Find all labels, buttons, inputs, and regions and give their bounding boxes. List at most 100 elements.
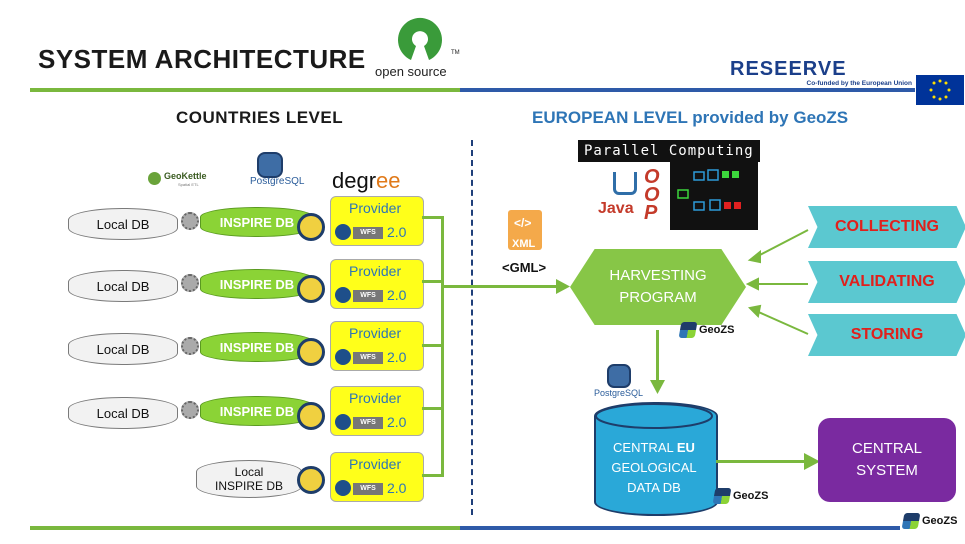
wfs-icon bbox=[335, 287, 351, 303]
connector-line bbox=[422, 474, 442, 477]
geozs-label: GeoZS bbox=[733, 490, 769, 502]
arrow-down-icon bbox=[650, 380, 665, 394]
header-divider-green bbox=[30, 88, 460, 92]
provider-label: Provider bbox=[349, 325, 402, 341]
footer-divider-green bbox=[30, 526, 460, 530]
harvesting-line1: HARVESTING bbox=[609, 267, 707, 284]
inspire-seal-icon bbox=[297, 275, 325, 303]
central-db-label: CENTRAL EU GEOLOGICAL DATA DB bbox=[594, 438, 714, 498]
geozs-label: GeoZS bbox=[699, 324, 735, 336]
wfs-icon bbox=[335, 480, 351, 496]
provider-label: Provider bbox=[349, 390, 402, 406]
deegree-prefix: degr bbox=[332, 168, 377, 193]
connector-line bbox=[422, 280, 442, 283]
etl-gear-icon bbox=[181, 274, 199, 292]
european-level-title: EUROPEAN LEVEL provided by GeoZS bbox=[532, 108, 849, 127]
local-db: Local DB bbox=[68, 270, 178, 302]
wfs-icon bbox=[335, 224, 351, 240]
wfs-version: 2.0 bbox=[387, 287, 407, 303]
geozs-label: GeoZS bbox=[922, 515, 958, 527]
harvest-to-db-line bbox=[656, 330, 659, 382]
storing-step: STORING bbox=[808, 314, 965, 356]
xml-code-symbol: </> bbox=[514, 216, 532, 230]
wfs-version: 2.0 bbox=[387, 480, 407, 496]
central-db-eu: EU bbox=[676, 440, 695, 455]
provider-label: Provider bbox=[349, 263, 402, 279]
inspire-db: INSPIRE DB bbox=[200, 269, 314, 299]
db-to-system-line bbox=[716, 460, 808, 463]
java-cup-icon bbox=[613, 172, 637, 195]
open-source-logo bbox=[398, 17, 442, 60]
local-db: Local DB bbox=[68, 333, 178, 365]
reseerve-logo: RESEERVE bbox=[730, 58, 847, 80]
geokettle-sub: Spatial ETL bbox=[178, 182, 199, 187]
connector-trunk bbox=[441, 216, 444, 477]
local-inspire-db-line1: Local bbox=[234, 465, 264, 479]
deegree-suffix: ee bbox=[376, 168, 401, 193]
wfs-icon bbox=[335, 414, 351, 430]
local-inspire-db-line2: INSPIRE DB bbox=[214, 479, 283, 493]
collecting-step: COLLECTING bbox=[808, 206, 965, 248]
validating-step: VALIDATING bbox=[808, 261, 965, 303]
parallel-diagram-icon bbox=[670, 158, 758, 230]
geozs-icon bbox=[712, 488, 732, 504]
header-divider-blue bbox=[460, 88, 915, 92]
provider-label: Provider bbox=[349, 456, 402, 472]
provider-label: Provider bbox=[349, 200, 402, 216]
geozs-logo: GeoZS bbox=[901, 513, 958, 529]
geozs-icon bbox=[678, 322, 698, 338]
wfs-version: 2.0 bbox=[387, 414, 407, 430]
wfs-icon bbox=[335, 349, 351, 365]
trademark: TM bbox=[451, 50, 460, 56]
connector-line bbox=[422, 216, 442, 219]
local-db: Local DB bbox=[68, 208, 178, 240]
harvesting-program: HARVESTING PROGRAM bbox=[570, 249, 746, 325]
xml-label: XML bbox=[512, 238, 536, 250]
provider-box: Provider WFS 2.0 bbox=[330, 259, 424, 309]
connector-line bbox=[422, 344, 442, 347]
etl-gear-icon bbox=[181, 401, 199, 419]
wfs-version: 2.0 bbox=[387, 349, 407, 365]
etl-gear-icon bbox=[181, 337, 199, 355]
geokettle-label: GeoKettle bbox=[164, 171, 207, 181]
page-title: SYSTEM ARCHITECTURE bbox=[38, 44, 366, 74]
geokettle-icon bbox=[148, 172, 161, 185]
level-separator bbox=[471, 140, 473, 515]
central-system-line2: SYSTEM bbox=[856, 462, 918, 479]
parallel-computing-label: Parallel Computing bbox=[578, 140, 760, 162]
wfs-version: 2.0 bbox=[387, 224, 407, 240]
inspire-db: INSPIRE DB bbox=[200, 396, 314, 426]
wfs-badge: WFS bbox=[353, 290, 383, 302]
xml-file-icon bbox=[508, 210, 542, 250]
postgresql-icon bbox=[607, 364, 631, 388]
wfs-badge: WFS bbox=[353, 417, 383, 429]
postgresql-label: PostgreSQL bbox=[250, 176, 305, 187]
footer-divider-blue bbox=[460, 526, 900, 530]
inspire-seal-icon bbox=[297, 338, 325, 366]
provider-box: Provider WFS 2.0 bbox=[330, 386, 424, 436]
connector-line bbox=[422, 407, 442, 410]
action-connectors bbox=[746, 229, 809, 335]
wfs-badge: WFS bbox=[353, 227, 383, 239]
local-inspire-db: Local INSPIRE DB bbox=[196, 460, 302, 498]
countries-level-title: COUNTRIES LEVEL bbox=[176, 108, 344, 127]
postgresql-icon bbox=[257, 152, 283, 178]
local-db: Local DB bbox=[68, 397, 178, 429]
deegree-logo: degree bbox=[332, 168, 401, 194]
central-db-top bbox=[595, 403, 713, 429]
oop-letter: P bbox=[644, 202, 658, 224]
central-db-line2: GEOLOGICAL bbox=[611, 460, 697, 475]
oop-letter: O bbox=[644, 184, 660, 206]
inspire-seal-icon bbox=[297, 213, 325, 241]
postgresql-label: PostgreSQL bbox=[594, 388, 644, 398]
arrow-head-icon bbox=[804, 453, 820, 470]
provider-box: Provider WFS 2.0 bbox=[330, 452, 424, 502]
inspire-db: INSPIRE DB bbox=[200, 332, 314, 362]
java-label: Java bbox=[598, 200, 634, 217]
arrow-head-icon bbox=[556, 279, 570, 294]
wfs-badge: WFS bbox=[353, 352, 383, 364]
central-system: CENTRAL SYSTEM bbox=[818, 418, 956, 502]
central-db-line1: CENTRAL bbox=[613, 440, 674, 455]
connector-to-harvest bbox=[441, 285, 561, 288]
open-source-label: open source bbox=[375, 64, 447, 79]
